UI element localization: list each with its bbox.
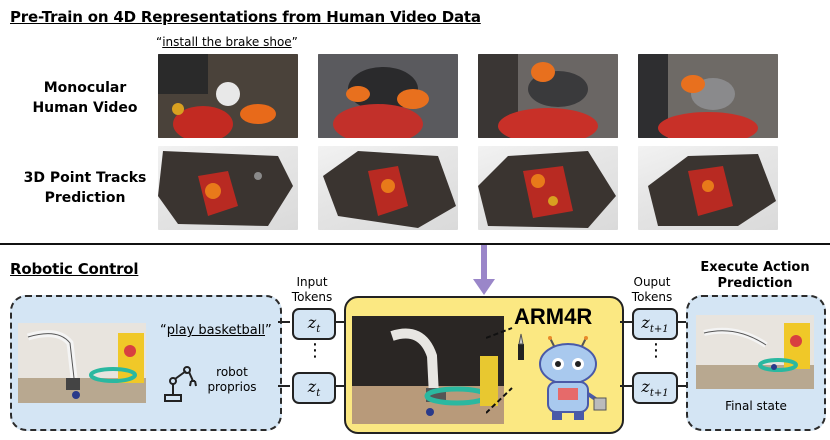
- input-box: “play basketball” robot proprios: [10, 295, 282, 431]
- token-symbol: z: [307, 377, 317, 396]
- label-line: Prediction: [717, 276, 793, 291]
- output-box: Final state: [686, 295, 826, 431]
- frame-illustration: [478, 151, 616, 228]
- row-label-point-tracks: 3D Point Tracks Prediction: [20, 168, 150, 208]
- prompt-text: “play basketball”: [160, 323, 272, 338]
- model-name: ARM4R: [514, 304, 593, 329]
- row-label-line: Prediction: [44, 190, 126, 206]
- frame-illustration: [158, 151, 293, 226]
- input-token-ellipsis: ⋮: [306, 340, 324, 361]
- label-line: Input: [296, 275, 328, 289]
- token-subscript: t+1: [649, 388, 669, 400]
- row-label-line: Human Video: [32, 100, 138, 116]
- label-line: proprios: [207, 380, 257, 394]
- section-divider: [0, 243, 830, 245]
- input-tokens-label: Input Tokens: [282, 275, 342, 305]
- label-line: Ouput: [633, 275, 671, 289]
- point-tracks-frame-4: [638, 146, 778, 230]
- frame-illustration: [648, 154, 776, 226]
- row-label-line: Monocular: [43, 80, 127, 96]
- token-subscript: t: [316, 324, 321, 336]
- frame-illustration: [158, 54, 298, 138]
- input-token-top: zt: [292, 308, 336, 340]
- output-token-top: zt+1: [632, 308, 678, 340]
- robot-mascot-icon: [539, 336, 607, 420]
- token-symbol: z: [641, 313, 650, 332]
- label-line: robot: [216, 365, 248, 379]
- section-title-pretrain: Pre-Train on 4D Representations from Hum…: [10, 8, 481, 26]
- screwdriver-icon: [518, 333, 524, 360]
- frame-illustration: [638, 54, 778, 138]
- quote-open: “: [160, 323, 167, 338]
- token-symbol: z: [307, 313, 317, 332]
- final-state-image: [696, 315, 814, 389]
- label-line: Tokens: [291, 290, 333, 304]
- model-box: ARM4R: [344, 296, 624, 434]
- quote-close: ”: [265, 323, 272, 338]
- human-video-frame-4: [638, 54, 778, 138]
- human-video-frame-1: [158, 54, 298, 138]
- point-tracks-frame-1: [158, 146, 298, 230]
- frame-illustration: [323, 151, 456, 228]
- point-tracks-frame-2: [318, 146, 458, 230]
- execute-action-label: Execute Action Prediction: [685, 260, 825, 292]
- label-line: Execute Action: [700, 260, 810, 275]
- token-symbol: z: [641, 377, 650, 396]
- input-connectors: [278, 321, 344, 387]
- label-line: Tokens: [631, 290, 673, 304]
- robot-arm-icon: [164, 366, 197, 402]
- output-token-ellipsis: ⋮: [647, 340, 665, 361]
- input-token-bottom: zt: [292, 372, 336, 404]
- point-tracks-frame-3: [478, 146, 618, 230]
- instruction-text: “install the brake shoe”: [156, 35, 298, 49]
- output-token-bottom: zt+1: [632, 372, 678, 404]
- zoom-connector: [486, 327, 513, 414]
- output-tokens-label: Ouput Tokens: [622, 275, 682, 305]
- quote-open: “: [156, 35, 163, 49]
- human-video-frame-3: [478, 54, 618, 138]
- token-subscript: t+1: [649, 324, 669, 336]
- quote-close: ”: [291, 35, 298, 49]
- prompt-value: play basketball: [166, 323, 265, 338]
- proprio-label: robot proprios: [202, 365, 262, 395]
- section-title-robotic-control: Robotic Control: [10, 260, 139, 278]
- model-point-cloud-image: [352, 316, 504, 424]
- token-subscript: t: [316, 388, 321, 400]
- row-label-line: 3D Point Tracks: [23, 170, 147, 186]
- down-arrow: [473, 245, 495, 295]
- final-state-label: Final state: [725, 399, 787, 413]
- frame-illustration: [478, 54, 618, 138]
- human-video-frame-2: [318, 54, 458, 138]
- frame-illustration: [318, 54, 458, 138]
- instruction-value: install the brake shoe: [162, 35, 292, 49]
- robot-scene-image: [18, 323, 146, 403]
- row-label-human-video: Monocular Human Video: [20, 78, 150, 118]
